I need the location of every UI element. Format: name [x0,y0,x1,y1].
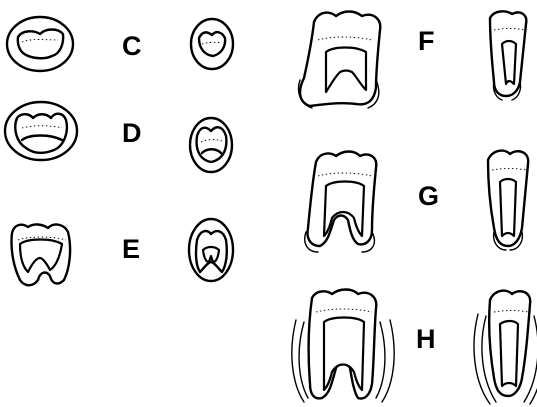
stage-d-label: D [122,118,142,148]
stage-h-premolar-root-complete [474,291,537,404]
stage-g: G [305,151,528,252]
stage-c-molar-crypt [7,17,73,71]
stage-f-molar-root-start [299,12,381,109]
stage-c-label: C [122,31,142,61]
stage-d: D [5,102,232,172]
stage-d-premolar-crypt [190,118,232,172]
stage-c: C [7,17,233,71]
stage-e-label: E [122,234,140,264]
stage-g-premolar-root [488,151,528,250]
stage-f-label: F [418,26,435,56]
stage-e: E [11,219,233,285]
stage-f-premolar-root-start [490,11,526,100]
stage-e-premolar-crown [189,219,233,281]
stage-h-molar-roots-complete [292,290,394,403]
stage-h-label: H [416,324,436,354]
stage-e-molar-crown [11,224,70,285]
stage-g-molar-roots [305,152,377,253]
stage-h: H [292,290,537,405]
stage-g-label: G [418,181,439,211]
stage-d-molar-crypt [5,102,77,160]
stage-f: F [299,11,527,108]
stage-c-premolar-crypt [191,19,233,69]
